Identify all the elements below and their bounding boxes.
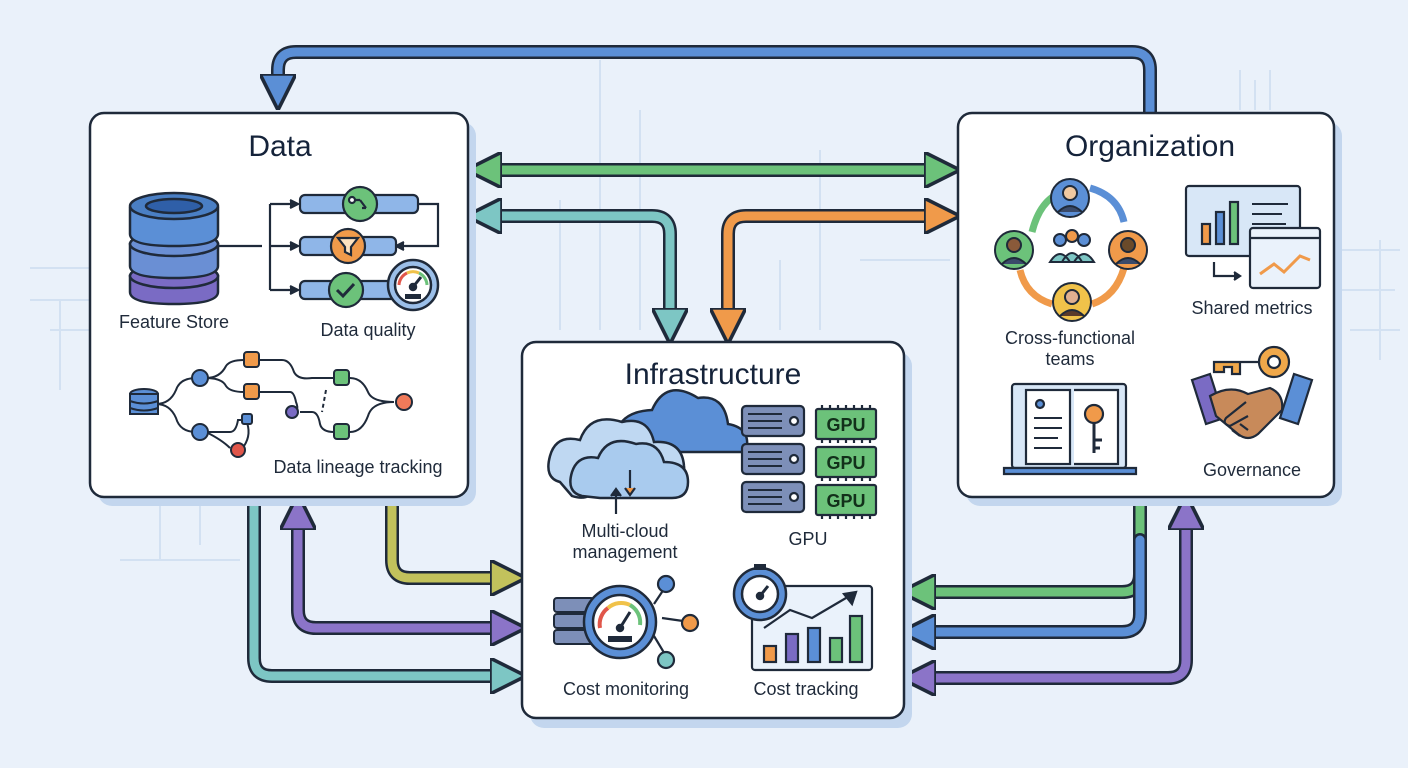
- gpu-chip-text-1: GPU: [826, 415, 865, 435]
- stopwatch-icon: [732, 564, 788, 622]
- panel-title-data: Data: [248, 130, 312, 163]
- arrow-org-infra-green: [911, 491, 1147, 599]
- teams-label-line2: teams: [1045, 349, 1094, 369]
- data-lineage-label: Data lineage tracking: [273, 457, 442, 477]
- arrow-data-infra-teal: [477, 209, 677, 333]
- arrow-infra-org-orange: [721, 209, 949, 333]
- gauge-icon: [386, 258, 440, 312]
- gpu-label: GPU: [788, 529, 827, 549]
- multi-cloud-label-line2: management: [572, 542, 677, 562]
- connectors: [247, 45, 1186, 678]
- panel-title-organization: Organization: [1065, 130, 1235, 163]
- shared-metrics-label: Shared metrics: [1191, 298, 1312, 318]
- data-quality-label: Data quality: [320, 320, 415, 340]
- cost-gauge-icon: [582, 584, 658, 660]
- cost-monitoring-label: Cost monitoring: [563, 679, 689, 699]
- cost-tracking-label: Cost tracking: [753, 679, 858, 699]
- gpu-chip-text-2: GPU: [826, 453, 865, 473]
- database-icon: [128, 191, 220, 306]
- pipeline-node-icon: [341, 185, 379, 223]
- sync-arrows-icon: [610, 470, 636, 514]
- pipeline-icon: [218, 199, 440, 295]
- gpu-chip-icon: [814, 405, 878, 519]
- check-icon: [327, 271, 365, 309]
- key-icon: [1083, 403, 1105, 453]
- governance-label: Governance: [1203, 460, 1301, 480]
- people-icon: [994, 178, 1148, 322]
- cloud-icon: [547, 389, 749, 500]
- panel-organization: Organization Cross-functional: [956, 111, 1342, 506]
- network-node-icon: [653, 574, 700, 670]
- arrow-org-to-data: [271, 45, 1157, 119]
- feature-store-label: Feature Store: [119, 312, 229, 332]
- gpu-chip-text-3: GPU: [826, 491, 865, 511]
- handshake-icon: [1190, 372, 1314, 440]
- server-rack-icon: [740, 404, 806, 514]
- panel-infrastructure: Infrastructure Multi-cloud management: [520, 340, 912, 728]
- panel-title-infrastructure: Infrastructure: [625, 358, 802, 391]
- multi-cloud-label-line1: Multi-cloud: [581, 521, 668, 541]
- document-icon: [1002, 382, 1138, 476]
- teams-label-line1: Cross-functional: [1005, 328, 1135, 348]
- dashboard-icon: [1184, 184, 1322, 290]
- arrow-data-infra-olive: [385, 491, 515, 585]
- lineage-graph-icon: [155, 359, 395, 449]
- governance-key-icon: [1212, 345, 1291, 379]
- panel-data: Data Feature Store: [88, 111, 476, 506]
